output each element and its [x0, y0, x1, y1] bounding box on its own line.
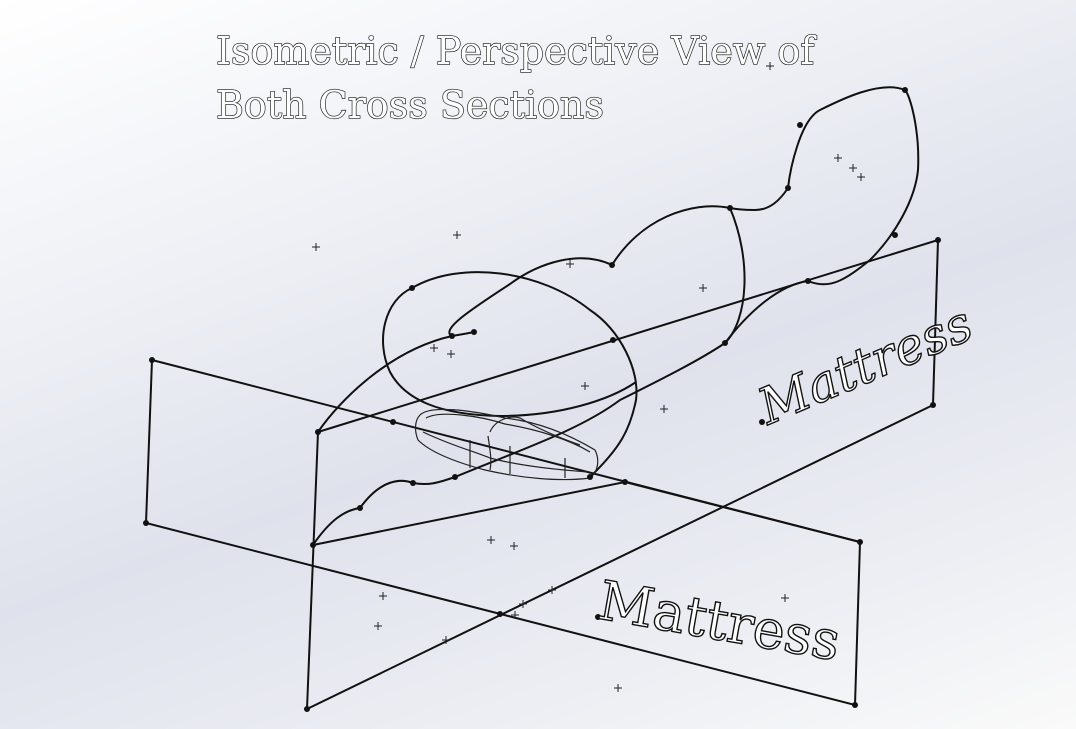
title-line-1: Isometric / Perspective View of: [216, 29, 817, 73]
side-profile-curve[interactable]: [312, 86, 920, 546]
back-plane-label: Mattress: [749, 294, 981, 436]
cross-section-curve[interactable]: [382, 271, 638, 478]
crosshair-markers: [312, 62, 865, 692]
sketch-points: [143, 87, 941, 712]
plane-intersection-line: [312, 480, 861, 546]
body-shell-model[interactable]: [414, 408, 599, 481]
mattress-plane-back[interactable]: [305, 238, 940, 711]
title-line-2: Both Cross Sections: [216, 83, 604, 127]
front-plane-label: Mattress: [594, 569, 845, 673]
